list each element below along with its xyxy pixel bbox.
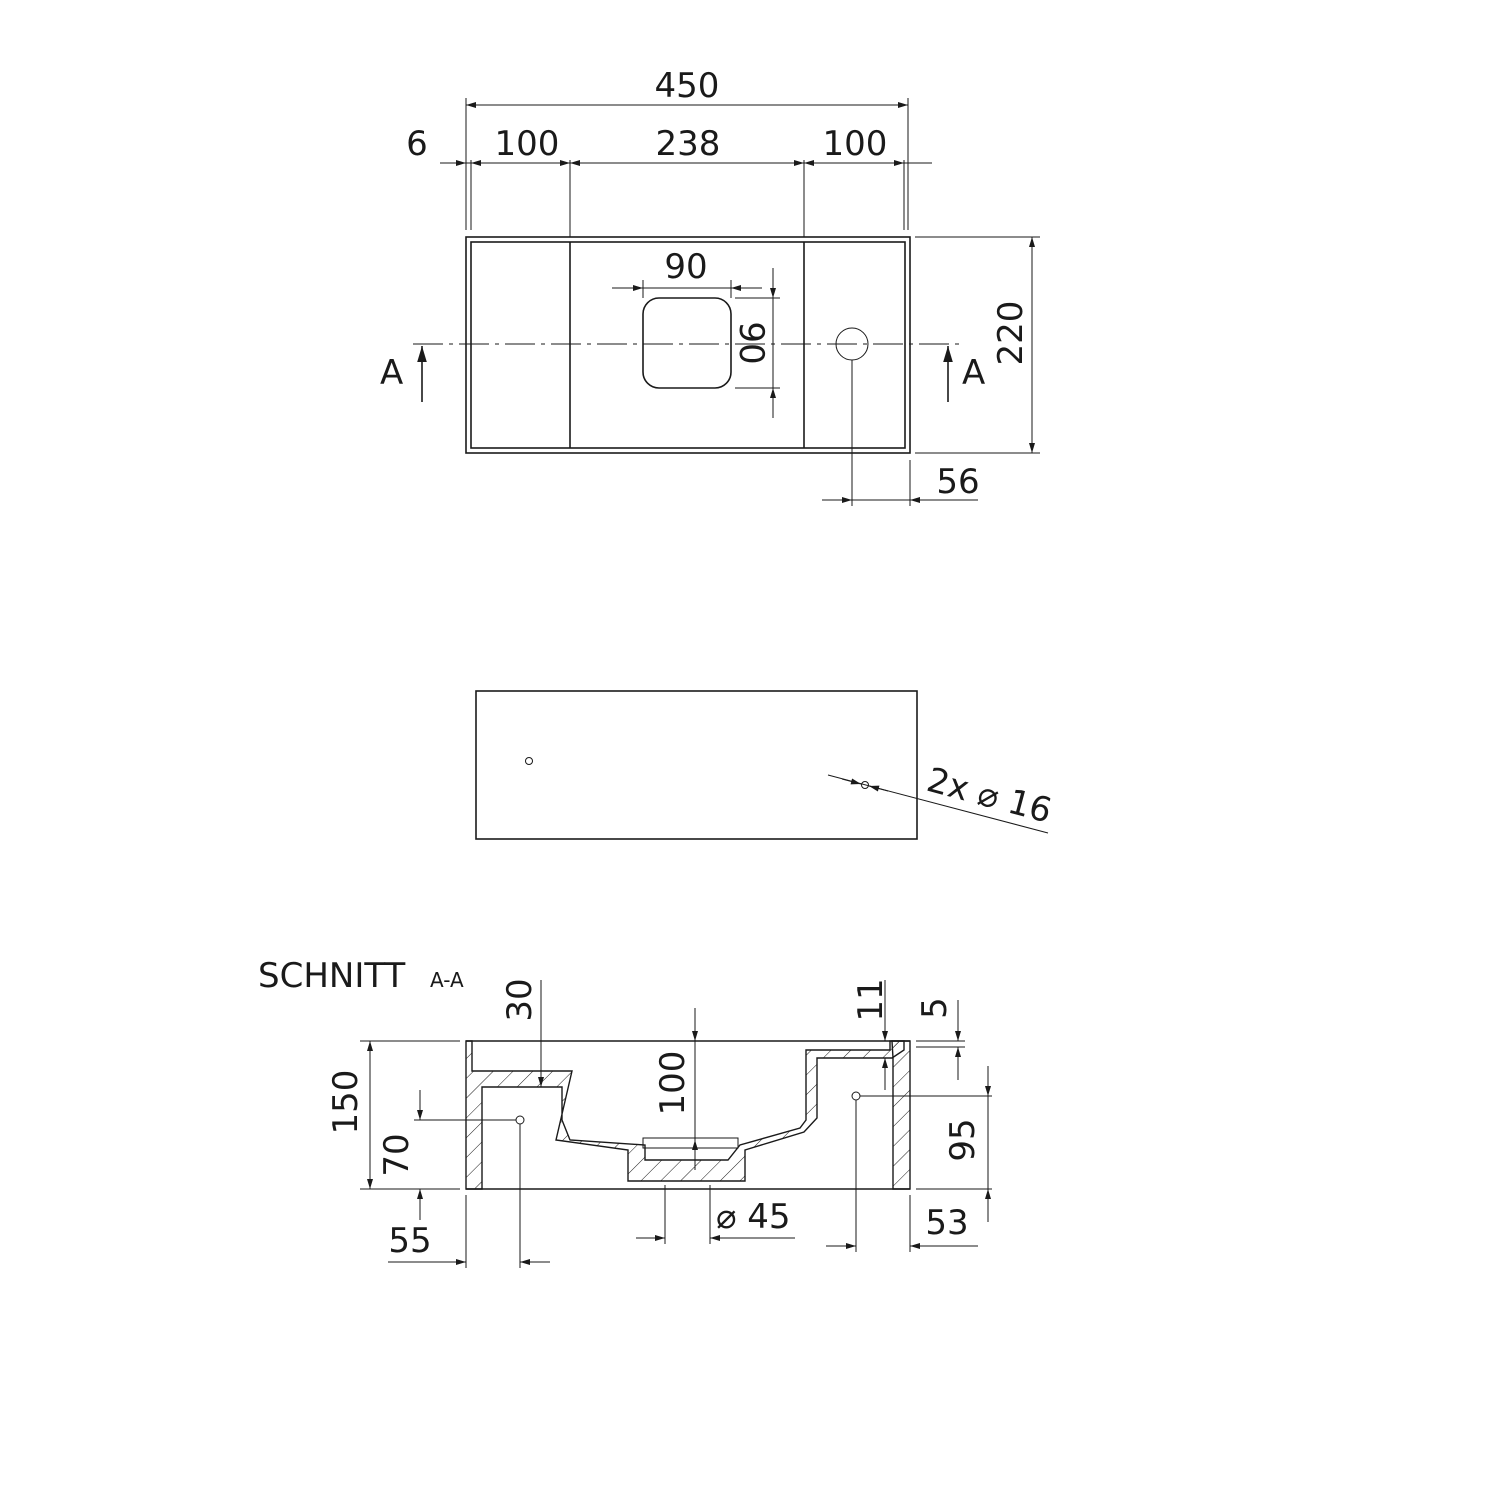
dim-tap-offset: 56 (936, 462, 979, 502)
section-body-left (465, 1040, 905, 1190)
dim-rim-5: 5 (915, 997, 955, 1019)
hole-label: 2x ⌀ 16 (923, 760, 1056, 832)
hole-left (515, 1115, 525, 1125)
mounting-hole-left (525, 757, 533, 765)
side-view: 2x ⌀ 16 (475, 690, 1056, 840)
dim-middle-zone: 238 (656, 124, 721, 164)
dim-hole-offset-right: 53 (925, 1203, 968, 1243)
dim-edge: 6 (406, 124, 428, 164)
basin-inner-rim (470, 241, 906, 449)
dim-hole-height: 70 (377, 1133, 417, 1176)
drain-outline (642, 297, 732, 389)
dim-rim-11: 11 (851, 978, 891, 1021)
leader-line (827, 774, 1049, 834)
dim-height: 150 (326, 1070, 366, 1135)
dim-depth: 220 (991, 301, 1031, 366)
dim-overall-width: 450 (655, 66, 720, 106)
hole-right (851, 1091, 861, 1101)
section-body-right (891, 1040, 911, 1190)
section-view: SCHNITT A-A 150 70 55 30 100 ⌀ 45 11 5 9… (258, 956, 992, 1268)
top-view: A A 450 6 100 238 100 90 90 220 56 (380, 66, 1040, 506)
section-marker-left: A (380, 353, 403, 393)
drain-insert (642, 1137, 739, 1149)
dim-right-hole-height: 95 (943, 1118, 983, 1161)
section-title: SCHNITT (258, 956, 406, 996)
section-title-suffix: A-A (430, 968, 464, 992)
dim-shelf-depth: 30 (500, 978, 540, 1021)
mounting-hole-right (861, 781, 869, 789)
dim-drain-width: 90 (664, 247, 707, 287)
section-extension-lines (360, 1040, 992, 1268)
dim-drain-diameter: ⌀ 45 (716, 1197, 791, 1237)
dim-hole-offset-left: 55 (388, 1221, 431, 1261)
section-marker-right: A (962, 353, 985, 393)
dim-left-zone: 100 (495, 124, 560, 164)
basin-outline (465, 236, 911, 454)
side-outline (475, 690, 918, 840)
dim-basin-depth: 100 (653, 1051, 693, 1116)
dim-drain-height: 90 (731, 321, 771, 364)
dim-right-zone: 100 (823, 124, 888, 164)
